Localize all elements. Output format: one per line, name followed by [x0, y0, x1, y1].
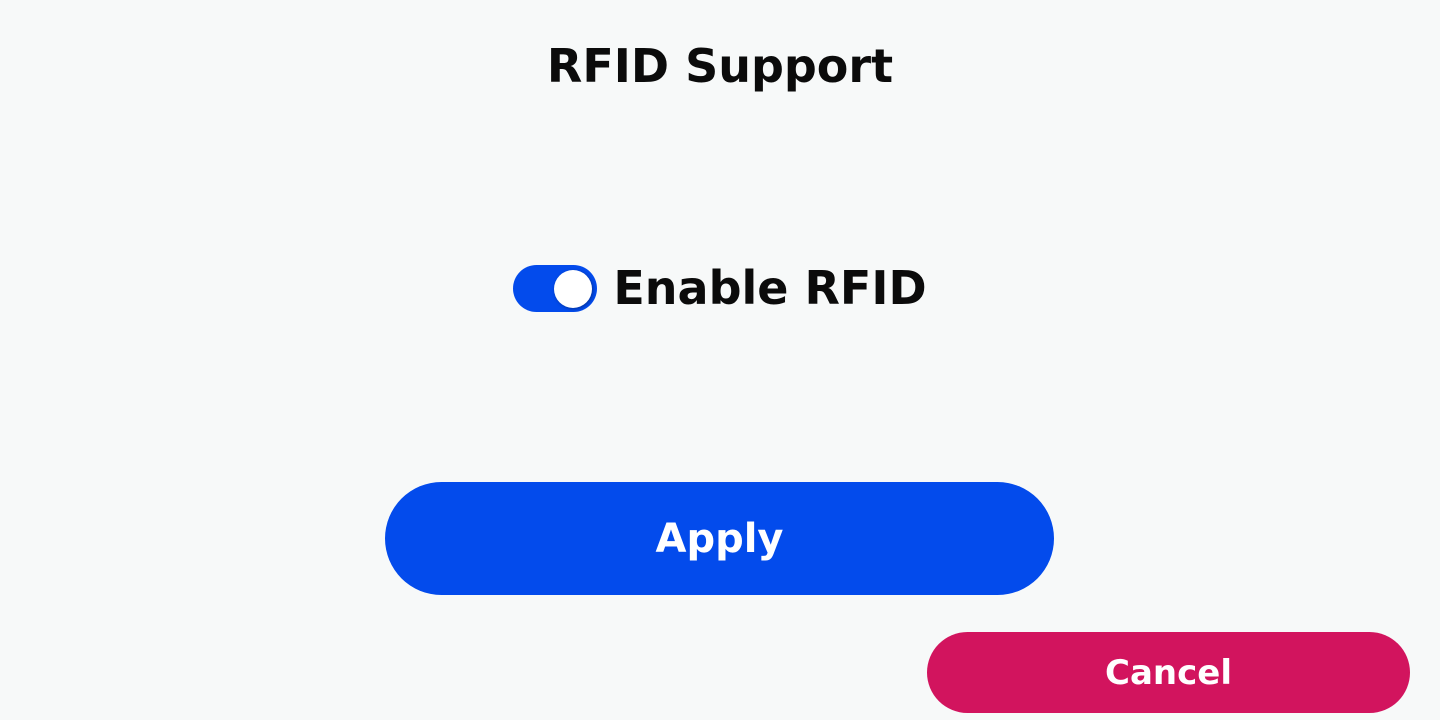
cancel-button[interactable]: Cancel	[927, 632, 1410, 713]
page-title: RFID Support	[546, 39, 894, 93]
enable-rfid-label: Enable RFID	[613, 261, 927, 315]
apply-button[interactable]: Apply	[385, 482, 1054, 595]
enable-rfid-row: Enable RFID	[0, 258, 1440, 318]
toggle-knob	[554, 269, 593, 308]
enable-rfid-toggle[interactable]	[513, 264, 598, 312]
